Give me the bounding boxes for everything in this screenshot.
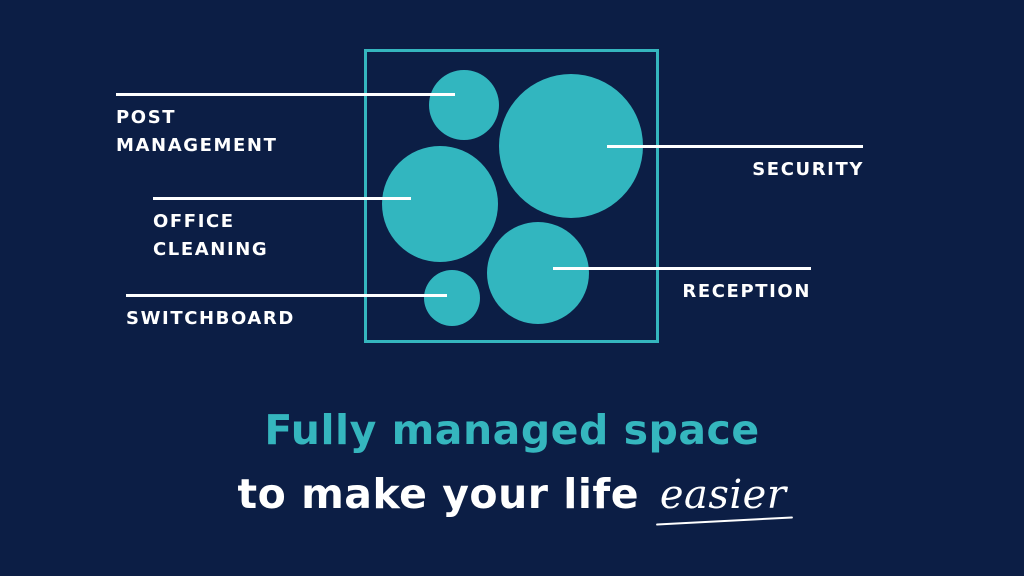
headline-script-word: easier: [654, 472, 793, 526]
switchboard-label: SWITCHBOARD: [126, 308, 295, 329]
reception-circle: [487, 222, 589, 324]
security-leader-line: [607, 145, 863, 148]
reception-leader-line: [553, 267, 811, 270]
switchboard-circle: [424, 270, 480, 326]
security-label: SECURITY: [752, 159, 864, 180]
office-cleaning-circle: [382, 146, 498, 262]
office-cleaning-label: OFFICE CLEANING: [153, 211, 269, 260]
diagram-frame: [364, 49, 659, 343]
headline-script-text: easier: [659, 472, 787, 518]
headline-secondary-text: to make your life: [237, 470, 640, 518]
headline-primary: Fully managed space: [264, 406, 760, 454]
office-cleaning-leader-line: [153, 197, 411, 200]
post-management-leader-line: [116, 93, 455, 96]
reception-label: RECEPTION: [682, 281, 811, 302]
post-management-label: POST MANAGEMENT: [116, 107, 278, 156]
switchboard-leader-line: [126, 294, 447, 297]
headline-secondary: to make your life easier: [0, 470, 1024, 526]
post-management-circle: [429, 70, 499, 140]
